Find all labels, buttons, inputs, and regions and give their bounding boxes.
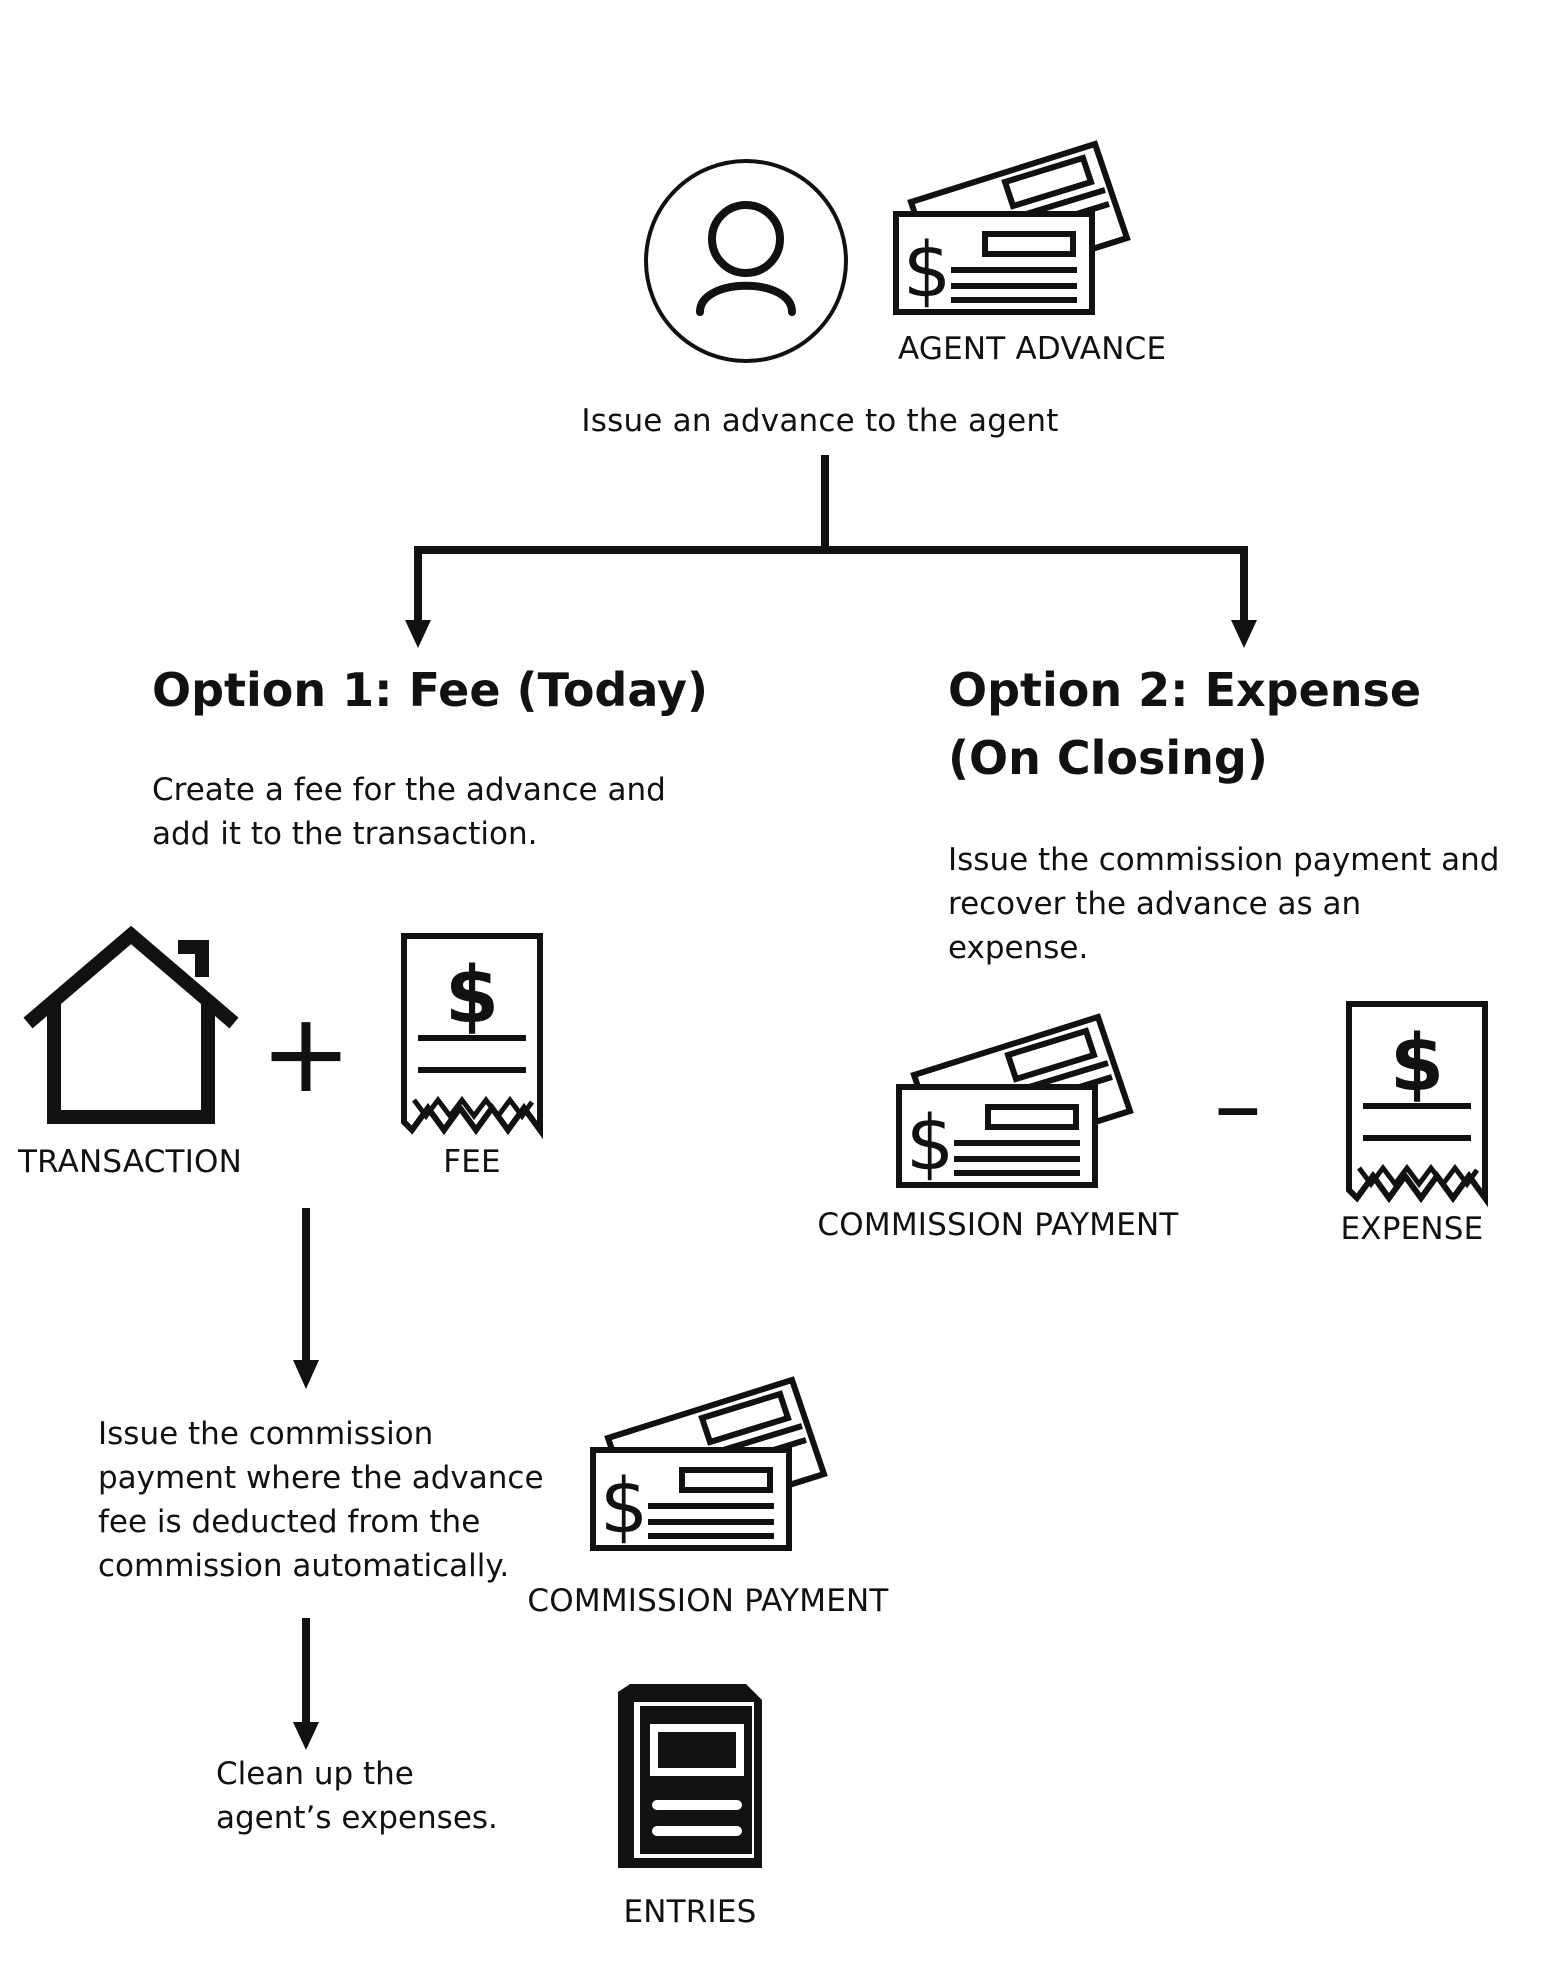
receipt-icon: $ [401, 933, 543, 1140]
svg-text:$: $ [1390, 1019, 1444, 1109]
option1-commission-label: COMMISSION PAYMENT [527, 1583, 889, 1619]
fee-label: FEE [443, 1144, 501, 1180]
ledger-book-icon [618, 1684, 762, 1868]
entries-label: ENTRIES [623, 1894, 757, 1930]
option1-description: Create a fee for the advance and add it … [152, 772, 666, 852]
arrowhead-option1 [405, 620, 431, 648]
minus-operator: – [1213, 1049, 1263, 1161]
agent-advance-label: AGENT ADVANCE [898, 331, 1167, 367]
check-icon: $ [590, 1376, 828, 1551]
option2-description: Issue the commission payment and recover… [948, 842, 1500, 966]
house-icon [23, 925, 239, 1124]
transaction-label: TRANSACTION [17, 1144, 243, 1180]
plus-operator: + [259, 989, 353, 1117]
option2-heading: Option 2: Expense (On Closing) [948, 663, 1422, 785]
svg-text:$: $ [445, 951, 499, 1041]
check-icon: $ [893, 140, 1131, 315]
option1-heading: Option 1: Fee (Today) [152, 663, 708, 717]
receipt-icon: $ [1346, 1001, 1488, 1208]
svg-text:$: $ [600, 1461, 648, 1550]
svg-text:$: $ [903, 225, 951, 314]
step3-text: Clean up the agent’s expenses. [216, 1756, 498, 1836]
expense-label: EXPENSE [1340, 1211, 1484, 1247]
check-icon: $ [896, 1013, 1134, 1188]
user-icon [644, 159, 848, 363]
svg-text:$: $ [906, 1098, 954, 1187]
top-caption: Issue an advance to the agent [581, 403, 1059, 439]
arrowhead-option2 [1231, 620, 1257, 648]
step2-text: Issue the commission payment where the a… [98, 1416, 544, 1584]
option2-commission-label: COMMISSION PAYMENT [817, 1207, 1179, 1243]
arrowhead-step2 [293, 1360, 319, 1389]
arrowhead-step3 [293, 1722, 319, 1750]
